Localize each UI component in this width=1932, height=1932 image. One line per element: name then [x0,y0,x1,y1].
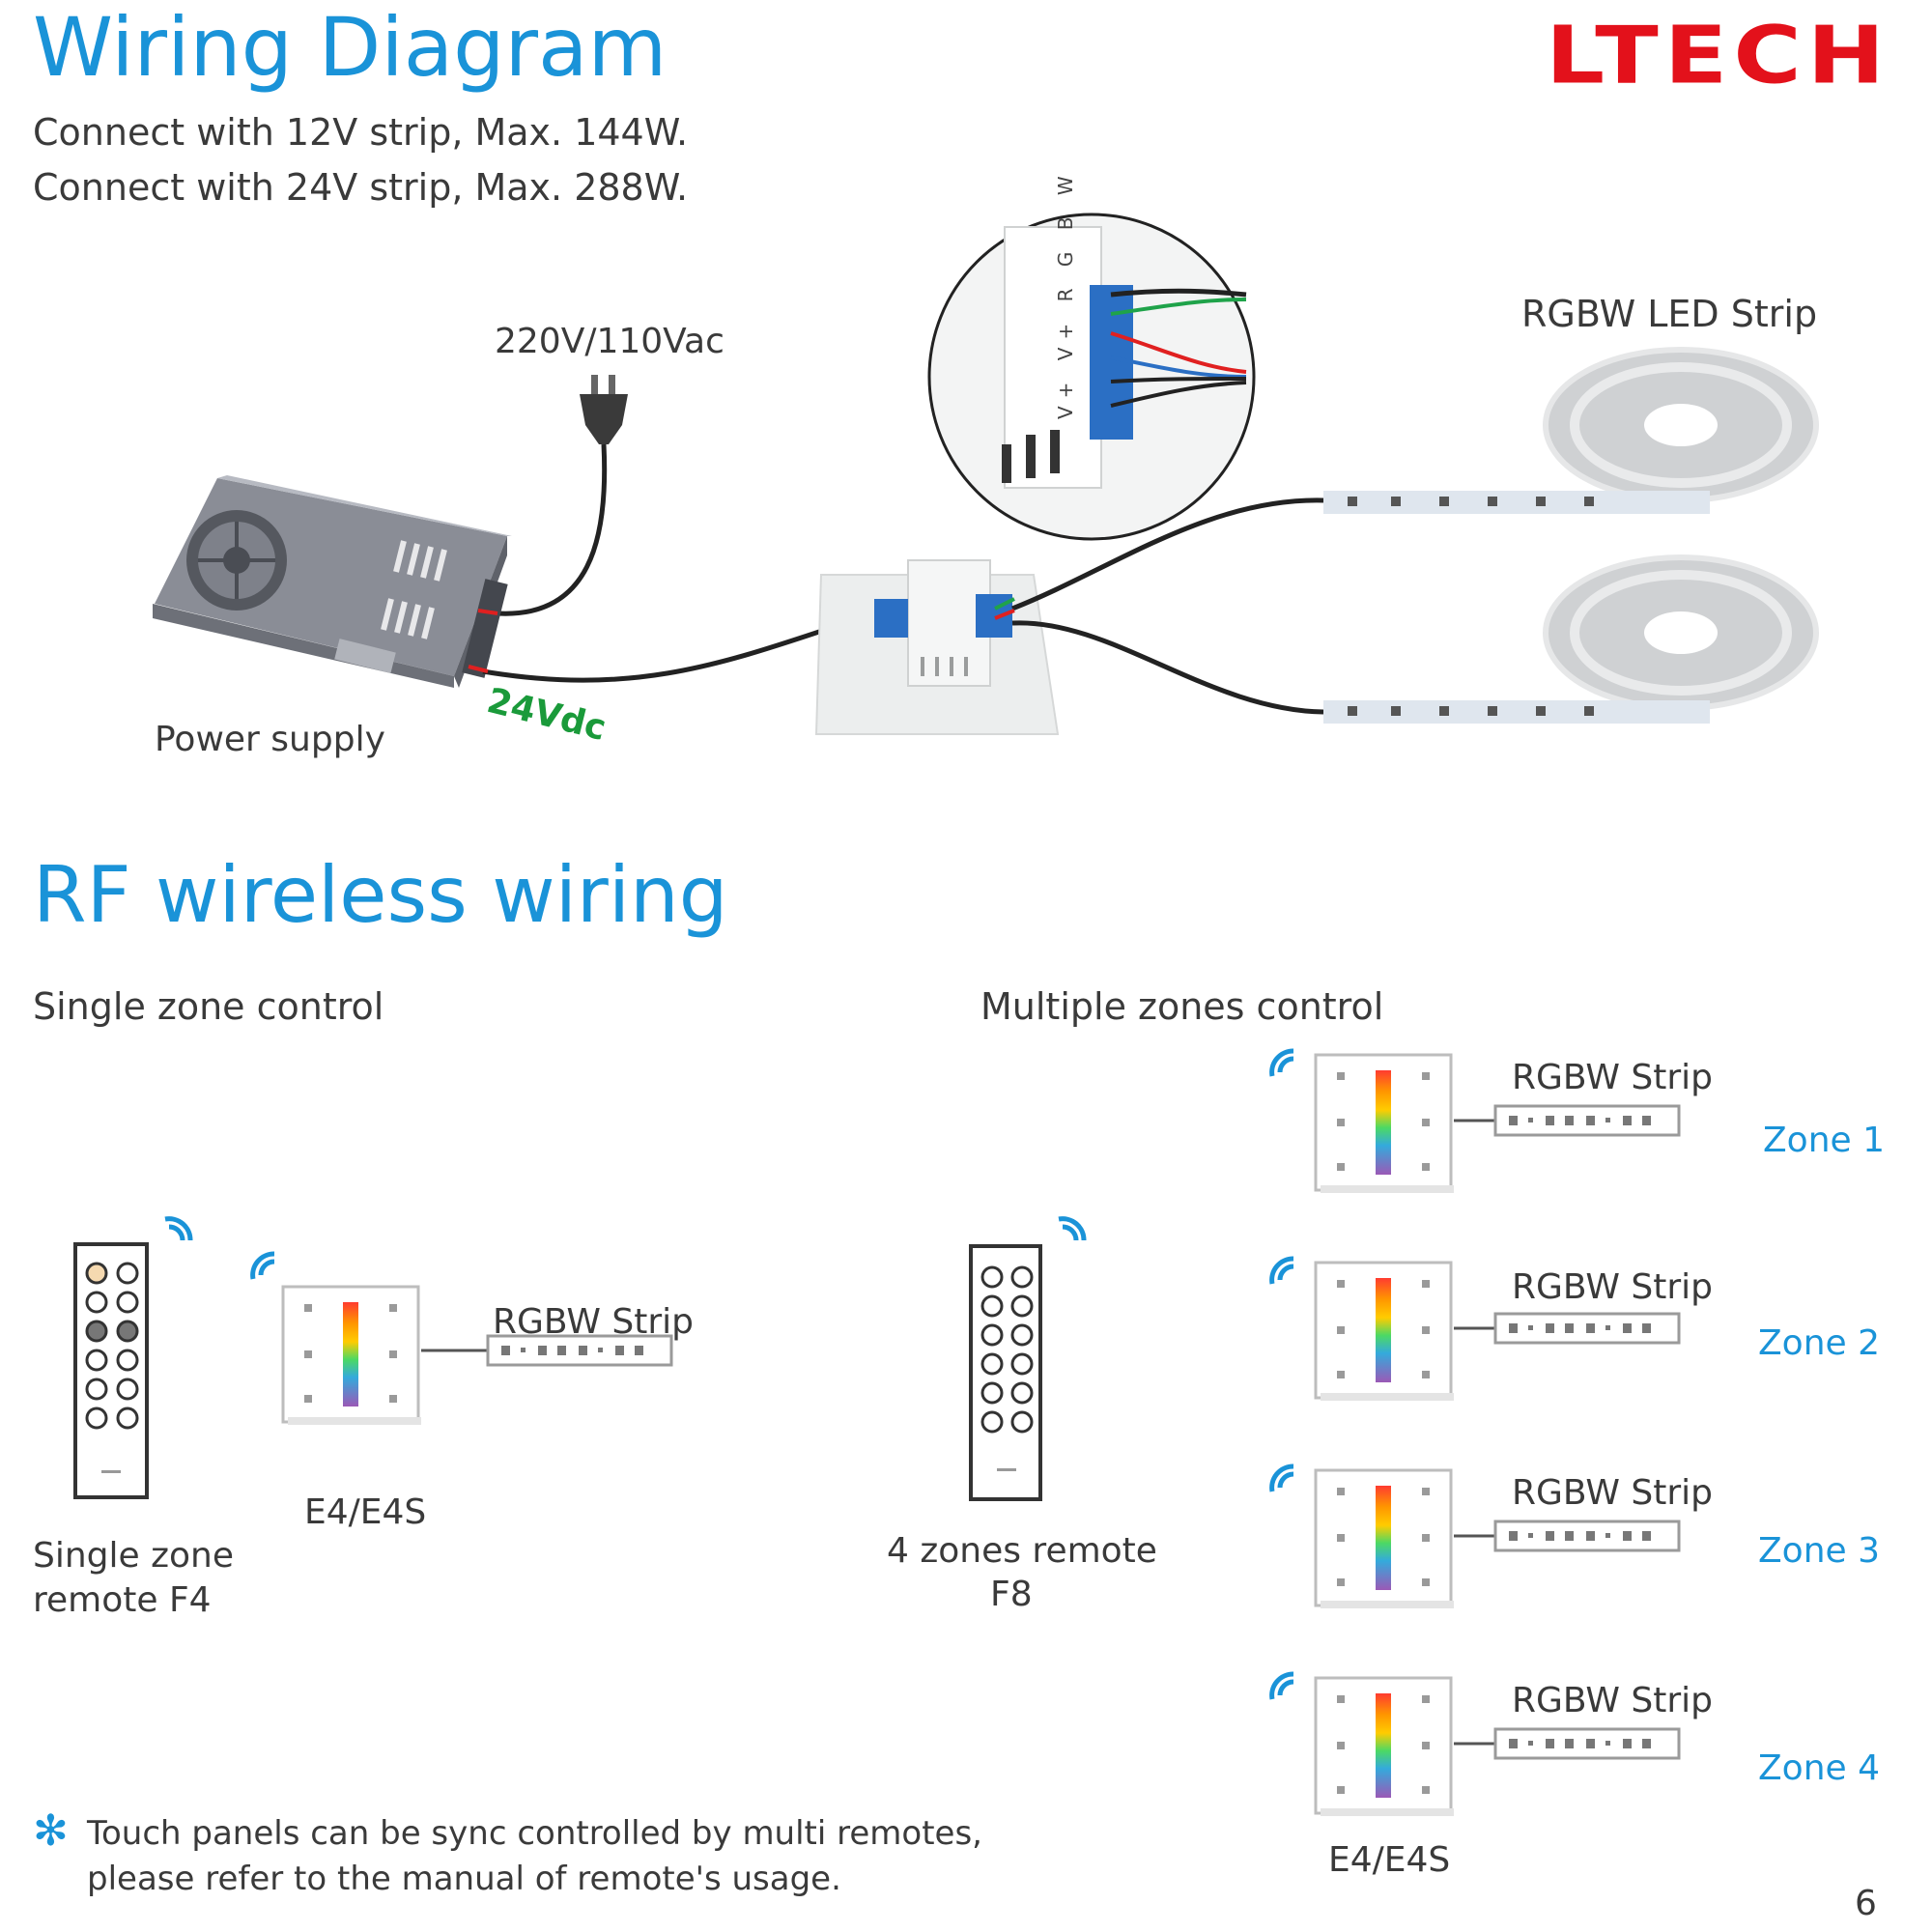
spec-12v: Connect with 12V strip, Max. 144W. [33,111,689,154]
rgbw-strip-icon [486,1334,673,1367]
footnote-line1: Touch panels can be sync controlled by m… [87,1814,982,1853]
rgbw-led-strip-label: RGBW LED Strip [1521,293,1818,335]
touch-panel-icon [1314,1053,1456,1195]
ltech-logo: LTECH [1546,10,1891,102]
rf-signal-icon [1272,1051,1293,1076]
power-supply-label: Power supply [155,720,385,759]
rf-signal-icon [1272,1466,1293,1492]
rgbw-strip-icon [1493,1727,1681,1760]
rgbw-strip-icon [1493,1312,1681,1345]
rgbw-strip-icon [1493,1520,1681,1552]
zone-strip-label: RGBW Strip [1512,1058,1713,1097]
zone-label: Zone 4 [1758,1748,1880,1788]
rf-signal-icon [165,1219,190,1240]
rf-signal-icon [1272,1674,1293,1699]
zone-label: Zone 3 [1758,1531,1880,1571]
led-reel-icon [1323,554,1819,724]
controller-panel-icon [814,559,1060,735]
remote-f8-icon [969,1244,1042,1501]
touch-panel-icon [281,1285,423,1427]
ac-plug-icon [580,375,628,444]
zone-strip-label: RGBW Strip [1512,1473,1713,1513]
rf-signal-icon [1059,1219,1084,1240]
footnote-line2: please refer to the manual of remote's u… [87,1860,841,1898]
led-reel-icon [1323,347,1819,514]
single-remote-label-line2: remote F4 [33,1580,212,1620]
zone-strip-label: RGBW Strip [1512,1681,1713,1720]
rf-section-title: RF wireless wiring [33,850,728,940]
asterisk-icon: ✻ [33,1806,69,1856]
touch-panel-icon [1314,1676,1456,1818]
page-number: 6 [1855,1884,1877,1923]
touch-panel-icon [1314,1468,1456,1610]
touch-panel-icon [1314,1261,1456,1403]
single-panel-label: E4/E4S [304,1492,427,1532]
spec-24v: Connect with 24V strip, Max. 288W. [33,166,689,209]
remote-f4-icon [73,1242,149,1499]
single-zone-heading: Single zone control [33,985,384,1028]
zone-label: Zone 1 [1763,1121,1885,1160]
multi-remote-label-line2: F8 [990,1575,1033,1614]
multi-zone-heading: Multiple zones control [980,985,1384,1028]
zone-label: Zone 2 [1758,1323,1880,1363]
single-remote-label-line1: Single zone [33,1536,235,1576]
zone-strip-label: RGBW Strip [1512,1267,1713,1307]
rf-signal-icon [1272,1259,1293,1284]
terminal-zoom-icon [927,213,1256,541]
rgbw-strip-icon [1493,1104,1681,1137]
multi-remote-label-line1: 4 zones remote [887,1531,1157,1571]
multi-panel-label: E4/E4S [1328,1840,1451,1880]
rf-signal-icon [253,1254,274,1279]
power-supply-icon [153,475,512,688]
ac-input-label: 220V/110Vac [495,322,724,361]
page-title: Wiring Diagram [33,0,668,95]
